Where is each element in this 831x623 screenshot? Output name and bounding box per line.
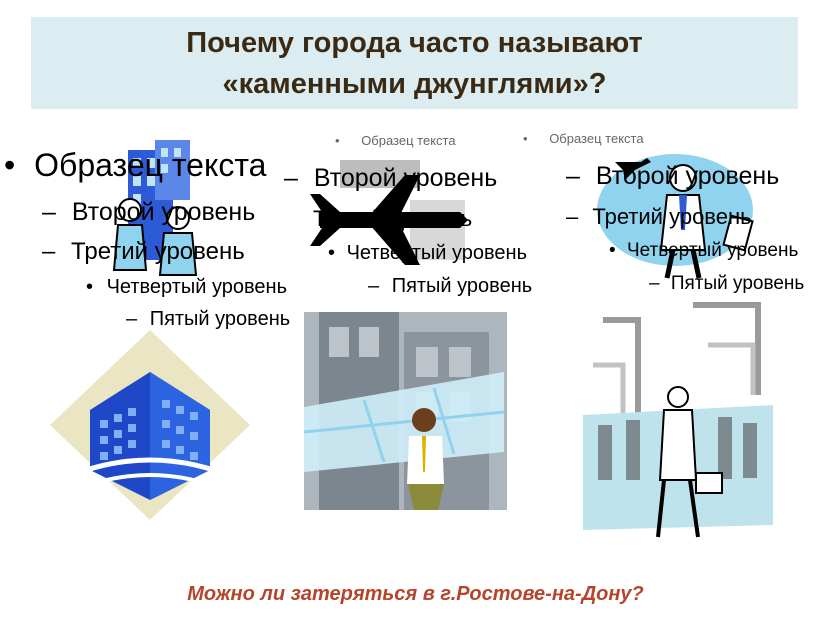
left-level5-text: Пятый уровень xyxy=(149,308,291,330)
right-level3-text: Третий уровень xyxy=(592,204,752,229)
bullet-dot: • xyxy=(328,242,336,264)
bullet-dot: • xyxy=(523,131,528,146)
middle-level2-text: Второй уровень xyxy=(313,164,498,192)
left-level4-text: Четвертый уровень xyxy=(106,276,288,298)
city-crowd-clipart xyxy=(583,302,773,538)
right-bullet-2: – Второй уровень xyxy=(566,162,779,191)
bullet-dot: • xyxy=(609,240,616,261)
middle-bullet-4: • Четвертый уровень xyxy=(328,242,527,265)
bullet-dash: – xyxy=(649,273,660,294)
footer-question: Можно ли затеряться в г.Ростове-на-Дону? xyxy=(187,583,644,605)
bullet-dash: – xyxy=(42,198,56,226)
businessman-travel-clipart xyxy=(597,154,754,279)
middle-level5-text: Пятый уровень xyxy=(391,275,533,297)
airplane-icon xyxy=(310,160,468,265)
office-building-clipart xyxy=(50,330,250,520)
office-workers-clipart xyxy=(112,140,198,276)
left-bullet-3: – Третий уровень xyxy=(42,238,245,266)
skyscraper-man-clipart xyxy=(303,312,507,510)
bullet-dot: • xyxy=(4,147,16,183)
slide-title: Почему города часто называют «каменными … xyxy=(186,27,643,100)
middle-bullet-1: • Образец текста xyxy=(335,133,456,148)
left-level2-text: Второй уровень xyxy=(71,198,256,226)
middle-bullet-5: – Пятый уровень xyxy=(368,275,532,298)
middle-bullet-2: – Второй уровень xyxy=(284,164,497,193)
left-bullet-5: – Пятый уровень xyxy=(126,308,290,331)
bullet-dash: – xyxy=(566,162,580,190)
right-bullet-1: • Образец текста xyxy=(523,131,644,146)
right-level1-text: Образец текста xyxy=(549,131,644,146)
middle-bullet-3: Третий уровень xyxy=(313,206,472,232)
bullet-dash: – xyxy=(284,164,298,192)
right-bullet-3: – Третий уровень xyxy=(566,204,752,230)
right-level2-text: Второй уровень xyxy=(595,162,780,190)
left-level3-text: Третий уровень xyxy=(71,238,245,265)
left-bullet-1: • Образец текста xyxy=(4,147,266,184)
left-level1-text: Образец текста xyxy=(34,147,267,183)
title-banner xyxy=(31,17,798,109)
bullet-dash: – xyxy=(42,238,56,265)
bullet-dash: – xyxy=(368,275,380,297)
right-bullet-4: • Четвертый уровень xyxy=(609,240,798,262)
bullet-dash: – xyxy=(126,308,138,330)
right-level5-text: Пятый уровень xyxy=(670,273,805,294)
bullet-dash: – xyxy=(566,204,579,229)
middle-level3-text: Третий уровень xyxy=(313,206,473,231)
middle-level1-text: Образец текста xyxy=(361,133,456,148)
right-bullet-5: – Пятый уровень xyxy=(649,273,804,295)
middle-level4-text: Четвертый уровень xyxy=(346,242,528,264)
bullet-dot: • xyxy=(335,133,340,148)
left-bullet-4: • Четвертый уровень xyxy=(86,276,287,299)
right-level4-text: Четвертый уровень xyxy=(626,240,799,261)
bullet-dot: • xyxy=(86,276,94,298)
left-bullet-2: – Второй уровень xyxy=(42,198,255,227)
